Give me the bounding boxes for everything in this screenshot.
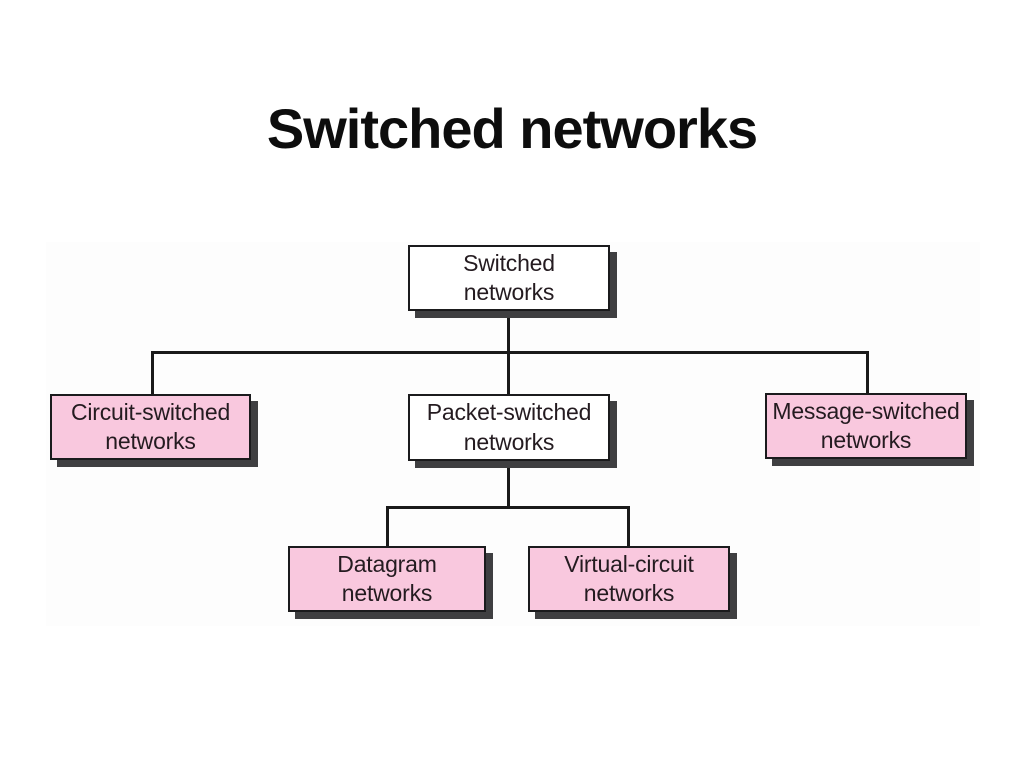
slide-title: Switched networks: [266, 96, 758, 160]
node-virtual-circuit-networks-label: Virtual-circuit networks: [564, 550, 694, 606]
node-datagram-networks: Datagram networks: [288, 546, 486, 612]
connector-packet-drop: [507, 461, 510, 508]
node-virtual-circuit-networks: Virtual-circuit networks: [528, 546, 730, 612]
node-packet-switched-networks: Packet-switched networks: [408, 394, 610, 461]
connector-root-drop: [507, 311, 510, 353]
connector-to-datagram: [386, 506, 389, 546]
node-datagram-networks-label: Datagram networks: [337, 550, 437, 606]
node-message-switched-networks: Message-switched networks: [765, 393, 967, 459]
node-packet-switched-networks-label: Packet-switched networks: [426, 399, 592, 455]
connector-level1-bus: [151, 351, 869, 354]
connector-to-packet: [507, 351, 510, 394]
node-message-switched-networks-label: Message-switched networks: [772, 397, 960, 453]
node-switched-networks-label: Switched networks: [463, 249, 555, 305]
connector-level2-bus: [386, 506, 630, 509]
connector-to-virtual: [627, 506, 630, 547]
connector-to-circuit: [151, 351, 154, 394]
node-switched-networks: Switched networks: [408, 245, 610, 311]
node-circuit-switched-networks: Circuit-switched networks: [50, 394, 251, 460]
node-circuit-switched-networks-label: Circuit-switched networks: [70, 398, 231, 454]
connector-to-message: [866, 351, 869, 393]
